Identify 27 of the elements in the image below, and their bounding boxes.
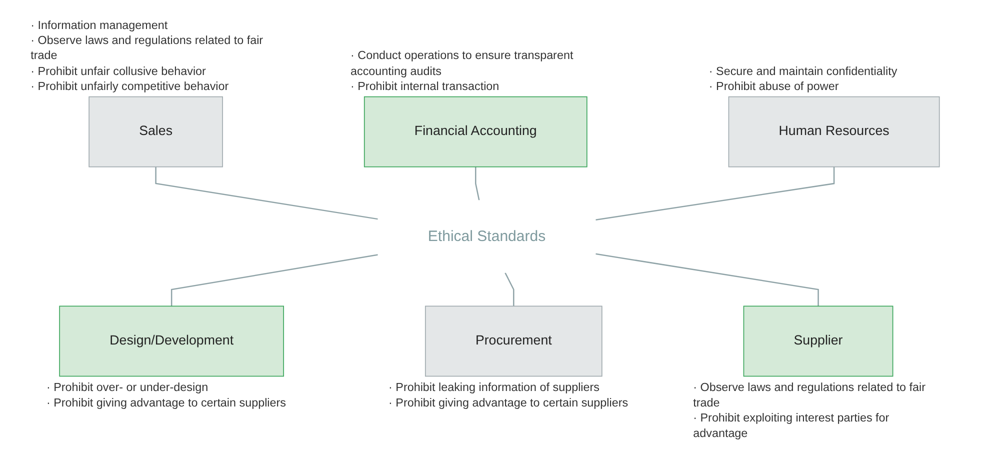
connector	[475, 166, 480, 200]
node-box: Sales	[88, 96, 224, 168]
node-box: Procurement	[425, 306, 602, 377]
connector	[171, 254, 378, 306]
connector	[504, 272, 514, 306]
connector	[155, 166, 378, 220]
node-box: Human Resources	[728, 96, 940, 168]
bullet-item: · Prohibit leaking information of suppliers	[388, 380, 600, 395]
node-box: Financial Accounting	[364, 96, 588, 168]
bullet-item: · Observe laws and regulations related to fair trade	[30, 32, 264, 64]
bullet-item: · Prohibit unfairly competitive behavior	[30, 78, 229, 94]
connector	[596, 166, 835, 220]
bullet-item: · Prohibit internal transaction	[350, 78, 500, 94]
bullet-item: · Prohibit exploiting interest parties for advantage	[693, 410, 890, 440]
bullet-item: · Prohibit giving advantage to certain suppliers	[46, 394, 286, 410]
bullet-item: · Prohibit giving advantage to certain suppliers	[388, 394, 628, 410]
bullet-item: · Prohibit over- or under-design	[46, 380, 208, 395]
bullet-item: · Conduct operations to ensure transparent accounting audits	[350, 48, 574, 78]
node-box: Design/Development	[59, 306, 284, 377]
bullet-item: · Prohibit unfair collusive behavior	[30, 63, 206, 78]
bullet-item: · Observe laws and regulations related to fair trade	[693, 380, 927, 410]
node-text: Ethical Standards	[428, 228, 546, 244]
connector	[596, 253, 819, 306]
bullet-item: · Prohibit abuse of power	[708, 78, 839, 94]
bullet-item: · Information management	[30, 18, 168, 33]
bullet-item: · Secure and maintain confidentiality	[708, 63, 898, 78]
node-box: Supplier	[743, 306, 894, 377]
